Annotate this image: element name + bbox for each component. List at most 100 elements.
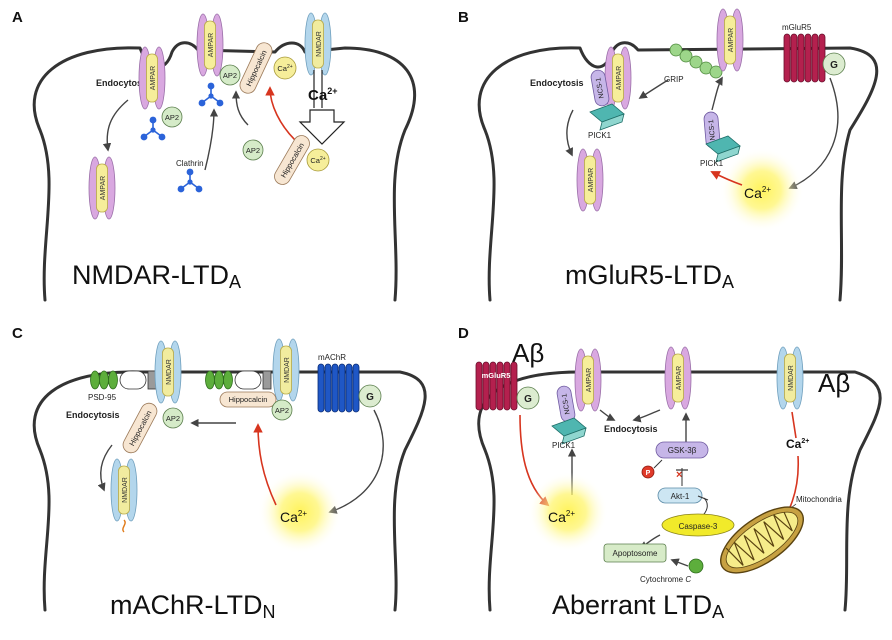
panel-a-ampar-endocytosing: AMPAR — [138, 46, 166, 110]
svg-text:Apoptosome: Apoptosome — [613, 549, 658, 558]
panel-d-calcium-glow-left — [528, 472, 608, 552]
panel-b-pick1-label-cytosol: PICK1 — [700, 159, 724, 168]
panel-c-psd95-left — [90, 370, 157, 390]
panel-c-ap2-bound — [162, 407, 184, 429]
svg-text:Hippocalcin: Hippocalcin — [229, 395, 268, 404]
panel-a-calcium-cytosol — [306, 148, 330, 172]
svg-text:Ca2+: Ca2+ — [310, 156, 325, 165]
panel-a-membrane — [32, 41, 417, 302]
panel-a-clathrin-label: Clathrin — [176, 159, 204, 168]
panel-d-phospho — [641, 465, 655, 479]
panel-b-calcium-to-ncs1-arrow — [710, 171, 743, 186]
panel-c-g-to-calcium-arrow — [328, 409, 384, 514]
panel-d-apoptosome: Apoptosome — [603, 543, 667, 563]
panel-b-ampar-endocytosing: AMPAR — [604, 46, 632, 110]
svg-text:G: G — [830, 60, 838, 71]
svg-text:AMPAR: AMPAR — [100, 176, 107, 200]
panel-b-grip-release-arrow — [638, 79, 669, 99]
panel-b: B Endocytosis AMPAR NCS-1 PICK1 AMPAR GR… — [458, 8, 879, 302]
panel-b-letter: B — [458, 9, 469, 26]
svg-text:NCS-1: NCS-1 — [561, 393, 572, 415]
panel-d-g-protein — [516, 386, 540, 410]
svg-text:mGluR5: mGluR5 — [482, 371, 511, 380]
panel-b-ampar-internalized: AMPAR — [576, 148, 604, 212]
panel-d-akt1: Akt-1 — [657, 487, 703, 504]
panel-d-abeta-left: Aβ — [512, 338, 544, 368]
panel-d-cytochrome-label: Cytochrome C — [640, 575, 691, 584]
panel-c-nmdar-endocytosing: NMDAR — [154, 340, 182, 404]
panel-b-mglur5 — [783, 33, 826, 83]
svg-text:AMPAR: AMPAR — [728, 28, 735, 52]
panel-b-endocytosis-arrow — [565, 109, 574, 157]
svg-text:AMPAR: AMPAR — [150, 66, 157, 90]
panel-a-ap2-surface — [219, 64, 241, 86]
panel-c: C PSD-95 NMDAR Endocytosis Hippocalcin A… — [12, 325, 427, 622]
svg-text:P: P — [646, 470, 651, 477]
svg-text:AP2: AP2 — [165, 113, 179, 122]
panel-d-mitochondria-label: Mitochondria — [796, 495, 842, 504]
panel-c-psd95-label: PSD-95 — [88, 393, 117, 402]
panel-b-pick1-label-bound: PICK1 — [588, 131, 612, 140]
panel-d-ncs1: NCS-1 — [556, 385, 576, 423]
panel-a-endocytosis-label: Endocytosis — [96, 78, 150, 88]
panel-a-ap2-cytosol — [242, 139, 264, 161]
panel-a-clathrin-free — [176, 167, 204, 194]
panel-a-ampar-surface: AMPAR — [196, 13, 224, 77]
panel-b-ncs1-bound: NCS-1 — [590, 69, 610, 107]
panel-d-title: Aberrant LTDA — [552, 590, 724, 622]
panel-d-endocytosis-label: Endocytosis — [604, 424, 658, 434]
panel-b-pick1-binding-arrow — [711, 76, 723, 111]
panel-a-title: NMDAR-LTDA — [72, 260, 241, 292]
panel-a-hippocalcin-membrane: Hippocalcin — [239, 42, 273, 94]
panel-d-mitochondrion — [720, 506, 804, 574]
svg-text:NMDAR: NMDAR — [122, 477, 129, 503]
panel-c-membrane — [32, 370, 427, 612]
panel-a-calcium-bound — [273, 56, 297, 80]
svg-text:AP2: AP2 — [246, 146, 260, 155]
panel-c-nmdar-internalized: NMDAR — [110, 458, 138, 533]
panel-a-ampar-internalized: AMPAR — [88, 156, 116, 220]
svg-text:AP2: AP2 — [166, 414, 180, 423]
panel-c-calcium-glow — [258, 470, 342, 554]
panel-a-letter: A — [12, 9, 23, 26]
panel-a-calcium-influx-label: Ca2+ — [308, 86, 337, 104]
panel-c-nmdar-surface: NMDAR — [272, 338, 300, 402]
panel-c-endocytosis-label: Endocytosis — [66, 410, 120, 420]
panel-a-hippocalcin-cytosol: Hippocalcin — [274, 135, 310, 185]
panel-b-ncs1-cytosol: NCS-1 — [703, 111, 721, 149]
svg-text:NMDAR: NMDAR — [284, 357, 291, 383]
panel-d-cytochrome-c — [688, 558, 704, 574]
panel-a-clathrin-arrow — [204, 108, 219, 171]
panel-c-calcium-label: Ca2+ — [280, 509, 307, 525]
panel-c-title: mAChR-LTDN — [110, 590, 276, 622]
panel-b-mglur5-label: mGluR5 — [782, 23, 812, 32]
svg-text:AMPAR: AMPAR — [586, 368, 593, 392]
panel-c-ap2-surface — [271, 399, 293, 421]
svg-text:AP2: AP2 — [223, 71, 237, 80]
svg-text:AP2: AP2 — [275, 406, 289, 415]
panel-a-clathrin-surface — [197, 81, 225, 108]
panel-c-letter: C — [12, 325, 23, 342]
panel-d-ampar-endocytosing: AMPAR — [574, 348, 602, 412]
svg-text:G: G — [524, 394, 532, 405]
panel-a-calcium-influx-arrow — [298, 109, 346, 145]
panel-b-grip-label: GRIP — [664, 75, 684, 84]
panel-d-endocytosis-arrow-left — [599, 409, 616, 421]
panel-b-endocytosis-label: Endocytosis — [530, 78, 584, 88]
svg-text:Caspase-3: Caspase-3 — [679, 522, 718, 531]
panel-d-mglur5: mGluR5 — [475, 361, 518, 411]
panel-b-ampar-surface: AMPAR — [716, 8, 744, 72]
panel-d-calcium-label-left: Ca2+ — [548, 509, 575, 525]
panel-d-pick1-label: PICK1 — [552, 441, 576, 450]
svg-text:NMDAR: NMDAR — [166, 359, 173, 385]
panel-b-pick1-bound — [589, 103, 625, 131]
svg-text:NCS-1: NCS-1 — [708, 119, 717, 141]
panel-c-g-protein — [358, 384, 382, 408]
svg-text:NCS-1: NCS-1 — [595, 77, 606, 99]
panel-b-title: mGluR5-LTDA — [565, 260, 734, 292]
svg-text:NMDAR: NMDAR — [788, 365, 795, 391]
panel-d-ampar-surface: AMPAR — [664, 346, 692, 410]
panel-d-cytochrome-arrow — [670, 558, 689, 567]
panel-d: D Aβ mGluR5 G NCS-1 AMPAR PICK1 Endocyto… — [458, 325, 882, 622]
